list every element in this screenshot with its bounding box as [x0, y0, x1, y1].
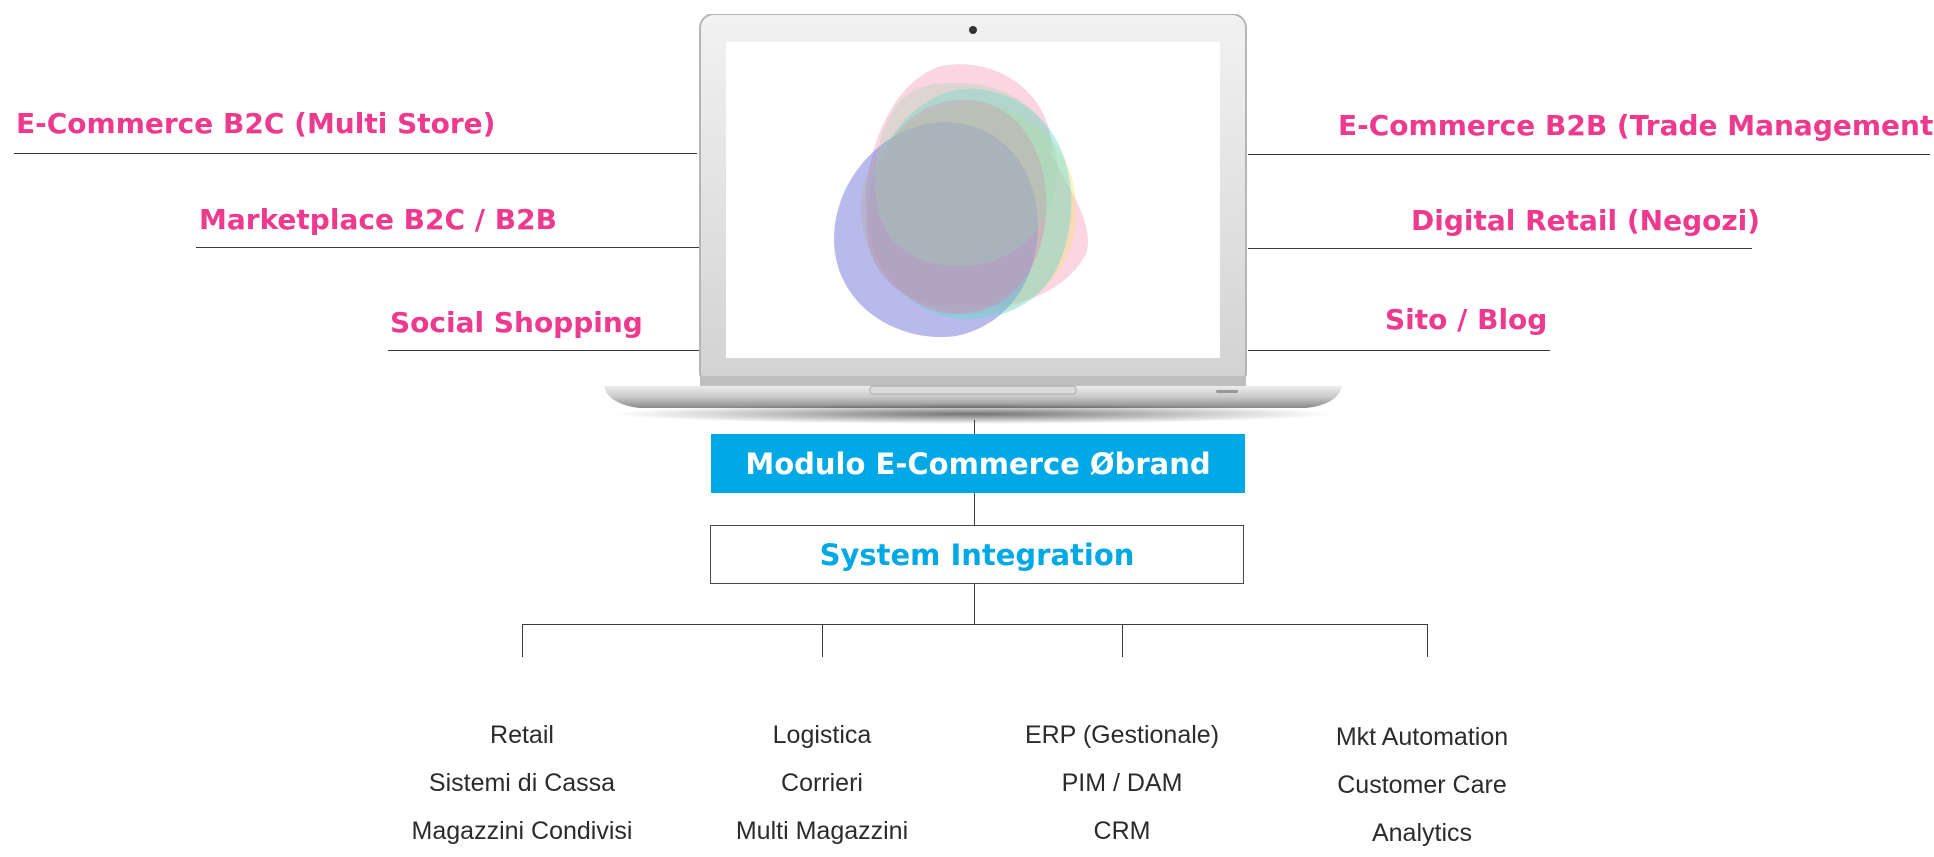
column-item: Sistemi di Cassa: [428, 769, 616, 797]
system-integration-box: System Integration: [710, 525, 1244, 584]
integration-column-retail: Retail Sistemi di Cassa Magazzini Condiv…: [372, 711, 672, 855]
column-item: Multi Magazzini: [735, 817, 909, 845]
column-item: Mkt Automation: [1335, 723, 1509, 751]
column-item: Logistica: [772, 721, 872, 749]
channel-label-marketplace: Marketplace B2C / B2B: [199, 203, 557, 236]
integration-column-marketing: Mkt Automation Customer Care Analytics: [1272, 713, 1572, 857]
column-item: Retail: [490, 721, 554, 749]
column-item: Customer Care: [1337, 771, 1507, 799]
channel-underline: [14, 153, 697, 154]
channel-label-ecommerce-b2c: E-Commerce B2C (Multi Store): [16, 107, 496, 140]
branch-drop: [522, 624, 523, 657]
channel-underline: [1248, 248, 1752, 249]
channel-label-social-shopping: Social Shopping: [390, 306, 643, 339]
channel-underline: [196, 247, 699, 248]
branch-drop: [1122, 624, 1123, 657]
laptop-illustration: [604, 14, 1342, 424]
branch-drop: [1427, 624, 1428, 657]
column-item: ERP (Gestionale): [1024, 721, 1220, 749]
column-item: Analytics: [1371, 819, 1473, 847]
column-item: Magazzini Condivisi: [411, 817, 633, 845]
channel-underline: [388, 350, 699, 351]
connector-line: [974, 583, 975, 624]
channel-underline: [1248, 154, 1930, 155]
column-item: PIM / DAM: [1061, 769, 1183, 797]
column-item: CRM: [1093, 817, 1151, 845]
branch-line: [522, 624, 1428, 625]
branch-drop: [822, 624, 823, 657]
color-blobs-graphic: [834, 64, 1088, 338]
connector-line: [974, 493, 975, 525]
channel-label-sito-blog: Sito / Blog: [1385, 303, 1548, 336]
column-item: Corrieri: [781, 769, 863, 797]
channel-label-digital-retail: Digital Retail (Negozi): [1411, 204, 1761, 237]
integration-column-erp: ERP (Gestionale) PIM / DAM CRM: [972, 711, 1272, 855]
channel-label-ecommerce-b2b: E-Commerce B2B (Trade Management): [1338, 109, 1934, 142]
connector-line: [974, 420, 975, 434]
integration-column-logistica: Logistica Corrieri Multi Magazzini: [672, 711, 972, 855]
ecommerce-module-box: Modulo E-Commerce Øbrand: [711, 434, 1245, 493]
channel-underline: [1248, 350, 1550, 351]
